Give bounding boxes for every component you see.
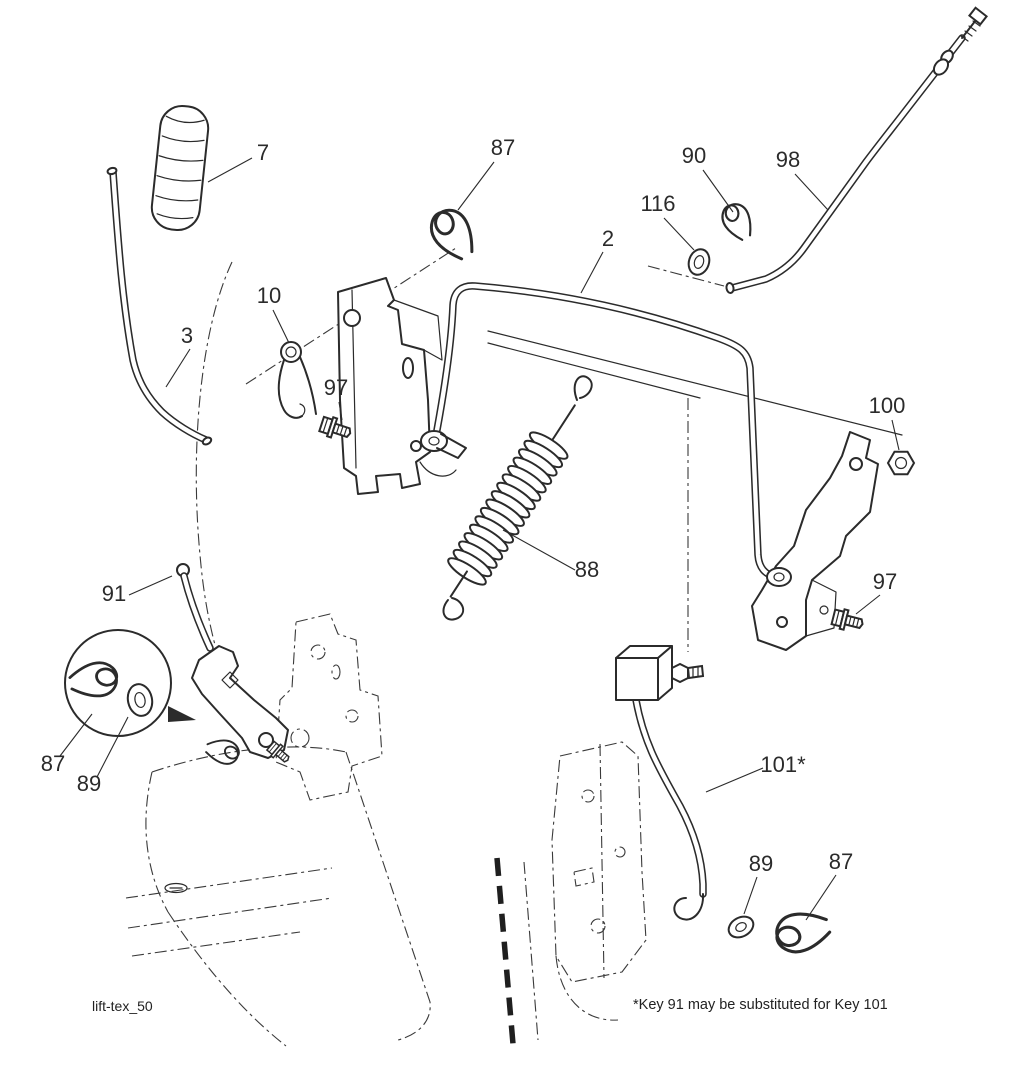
callout-91: 91 [102,575,173,606]
callout-101: 101* [705,752,806,793]
callout-88: 88 [502,529,599,582]
callout-2: 2 [580,226,614,294]
detail-circle [64,629,196,737]
callout-label: 90 [682,143,706,168]
callout-116: 116 [640,191,695,251]
callout-label: 87 [491,135,515,160]
callout-label: 91 [102,581,126,606]
callout-100: 100 [869,393,906,451]
callout-label: 3 [181,323,193,348]
hairpin-clip-bottom [770,905,835,959]
callout-90: 90 [682,143,734,213]
callout-89-detail: 89 [77,716,129,796]
callout-label: 7 [257,140,269,165]
callout-label: 97 [873,569,897,594]
callout-label: 2 [602,226,614,251]
alt-lever-arm [615,645,707,921]
lift-link-rod [725,6,988,294]
washer-bottom [727,915,755,939]
ghost-chassis-right [494,741,647,1045]
callout-3: 3 [165,323,193,388]
hairpin-clip-rod98 [716,198,760,245]
hairpin-clip-top [422,201,484,267]
callouts: 7 87 90 98 116 2 10 3 97 100 88 91 97 87… [41,135,906,921]
callout-label: 87 [41,751,65,776]
callout-98: 98 [776,147,829,211]
callout-label: 88 [575,557,599,582]
callout-10: 10 [257,283,290,344]
callout-87-detail: 87 [41,713,93,776]
callout-label: 100 [869,393,906,418]
callout-label: 101* [760,752,806,777]
substitution-note: *Key 91 may be substituted for Key 101 [633,997,888,1013]
handle-grip [150,105,210,231]
washer-rod98 [687,248,711,276]
torsion-spring [277,341,317,419]
callout-label: 87 [829,849,853,874]
callout-87-bottom: 87 [805,849,853,921]
callout-97-right: 97 [855,569,897,615]
callout-7: 7 [207,140,269,183]
lift-handle-rod [106,166,213,446]
callout-label: 116 [640,191,675,216]
callout-label: 98 [776,147,800,172]
callout-97-left: 97 [324,375,348,421]
callout-label: 89 [77,771,101,796]
detail-arrow-icon [168,706,196,722]
callout-label: 97 [324,375,348,400]
callout-label: 89 [749,851,773,876]
pivot-bushings [420,430,792,587]
extension-spring [442,375,593,621]
callout-label: 10 [257,283,281,308]
lever-arm [176,563,294,767]
callout-89-bottom: 89 [743,851,773,915]
lift-shaft-rod [433,282,779,581]
hex-nut [886,450,916,476]
right-bracket [751,431,879,651]
center-bracket [337,277,457,495]
callout-87-top: 87 [457,135,515,211]
diagram-id-text: lift-tex_50 [92,998,153,1014]
